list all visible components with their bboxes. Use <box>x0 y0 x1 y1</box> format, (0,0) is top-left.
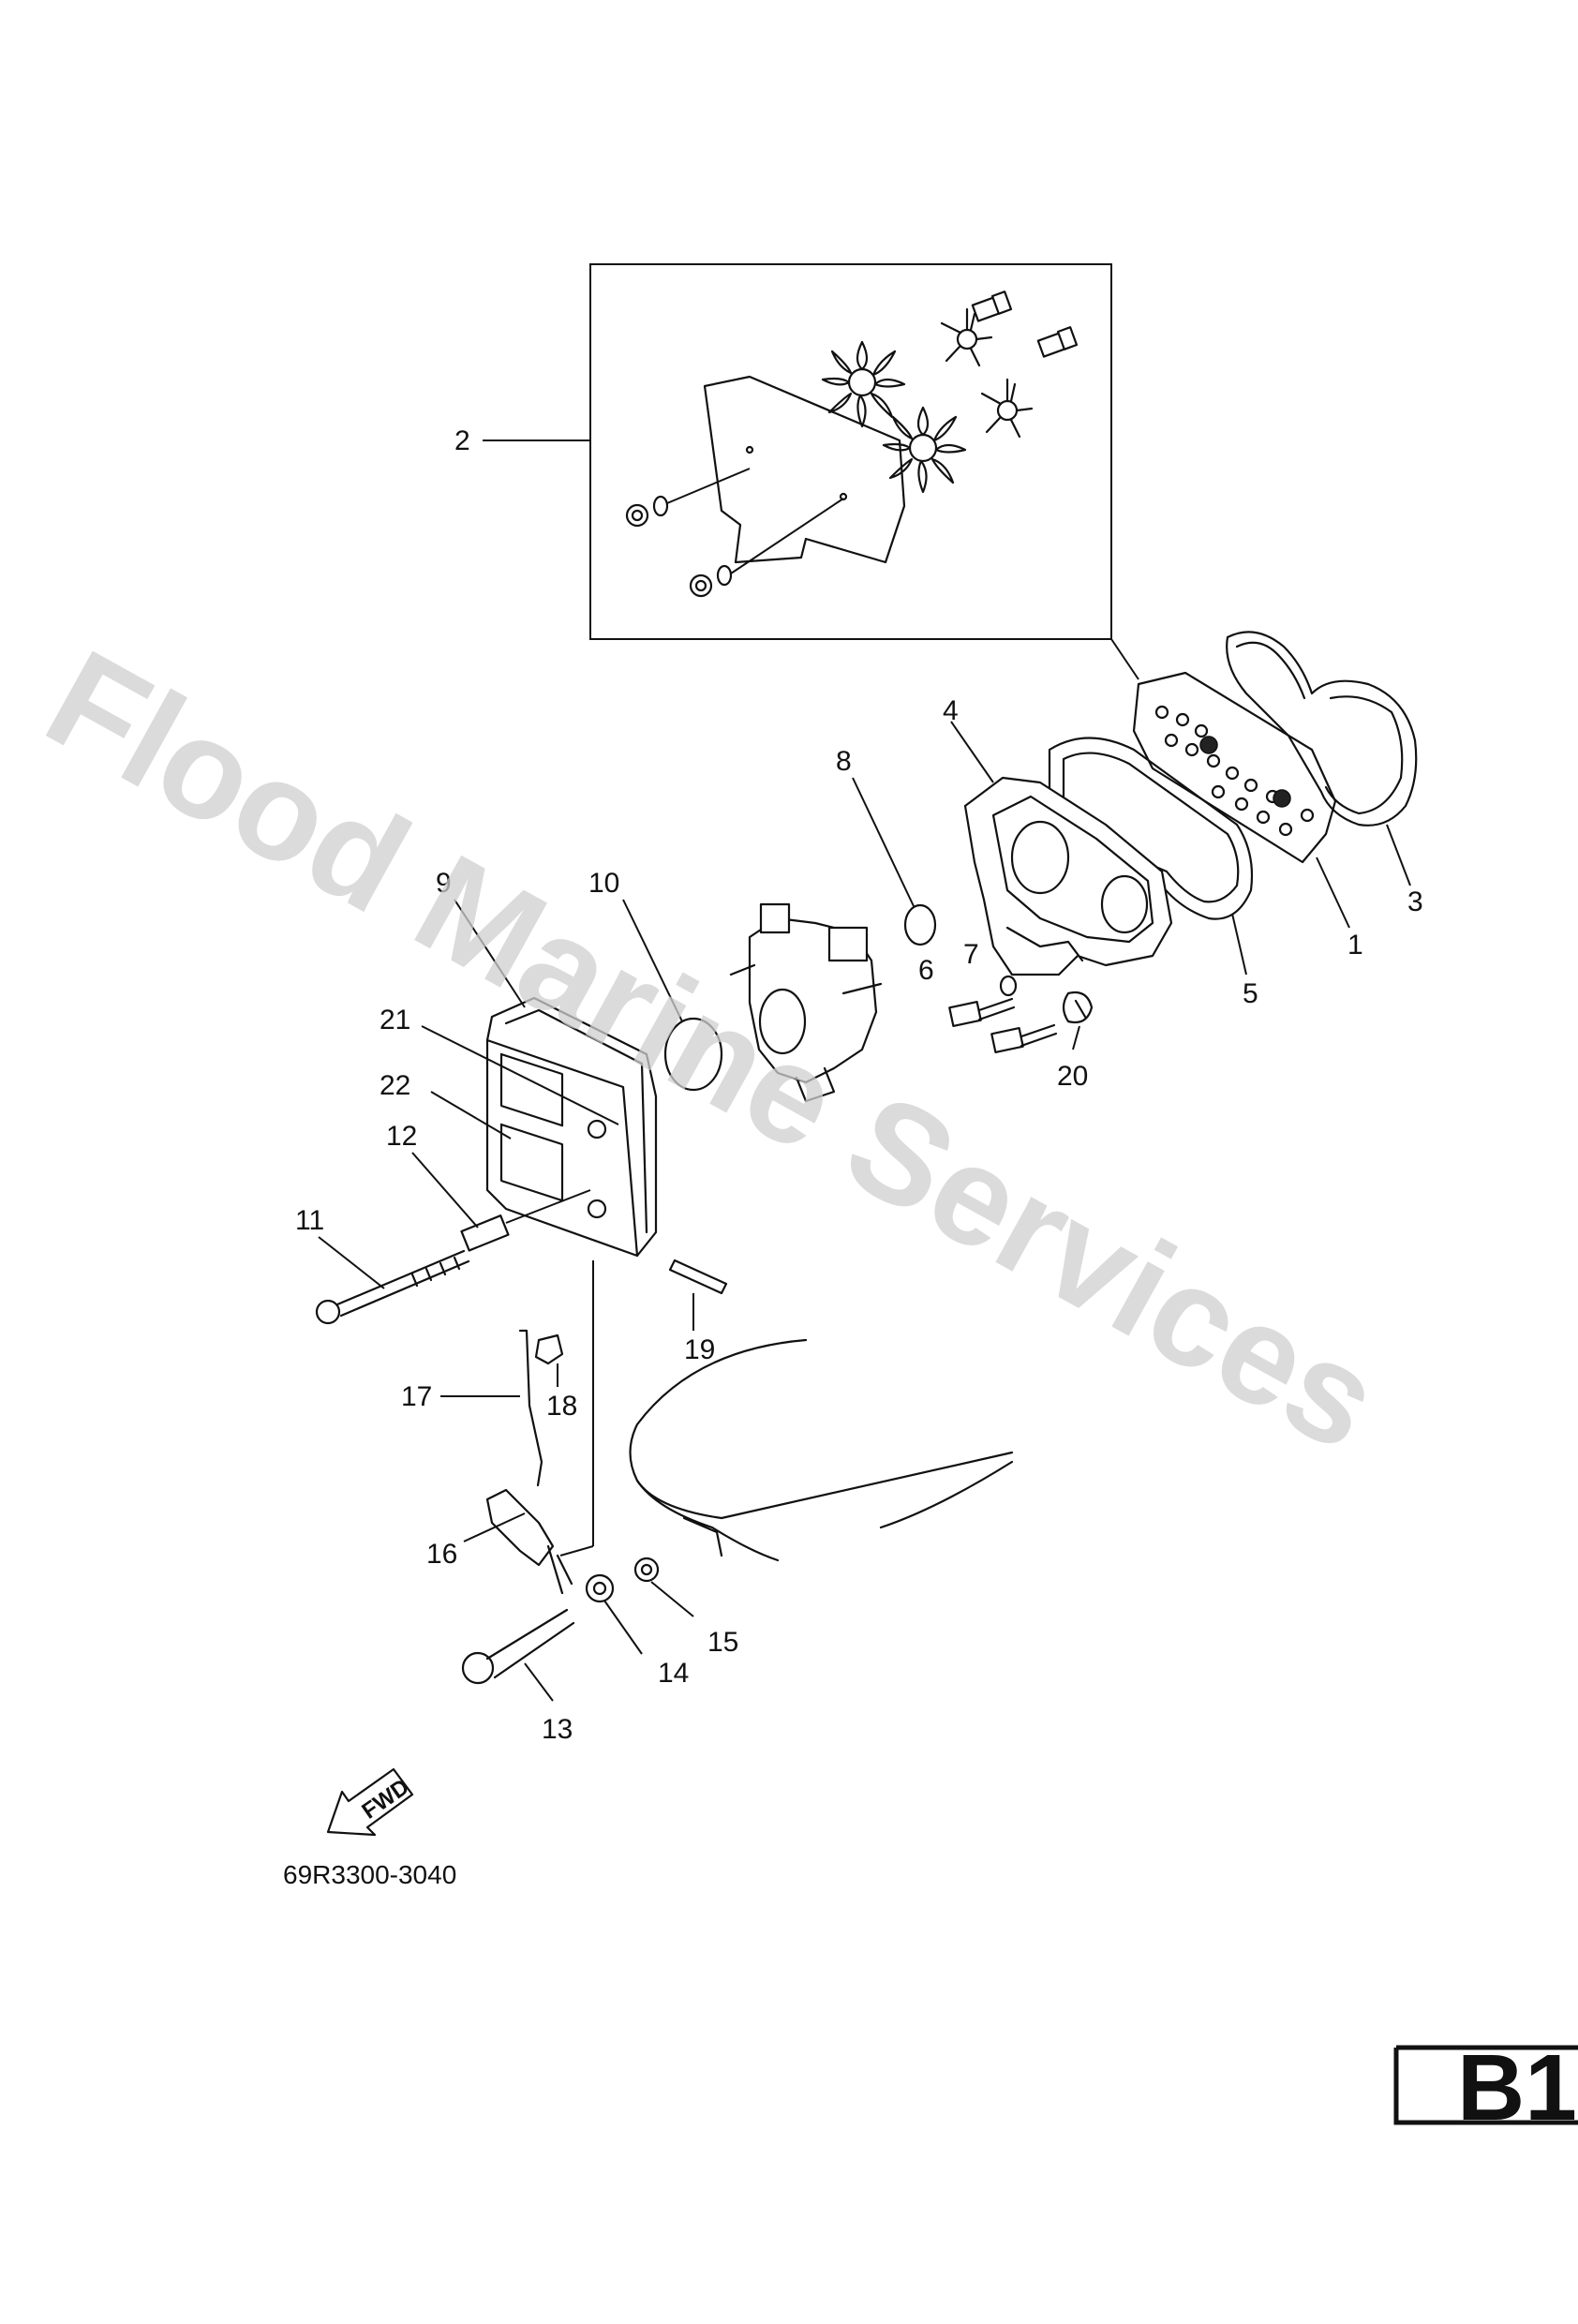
callout-7: 7 <box>963 939 979 970</box>
inset-flower-valve-1 <box>821 340 906 428</box>
grommet-14 <box>585 1573 615 1603</box>
callout-3: 3 <box>1407 886 1423 917</box>
lever-16 <box>485 1488 573 1595</box>
callout-18: 18 <box>546 1391 577 1422</box>
callout-labels: 1 2 3 4 5 6 7 8 9 10 11 12 13 14 15 16 1… <box>295 425 1423 1745</box>
inset-stopper-2 <box>980 378 1034 439</box>
callout-19: 19 <box>684 1334 715 1365</box>
bolt-11 <box>315 1249 470 1325</box>
o-ring-small <box>903 903 937 946</box>
callout-17: 17 <box>401 1381 432 1412</box>
inset-flower-valve-2 <box>882 406 967 494</box>
choke-knob-13 <box>461 1608 575 1685</box>
callout-13: 13 <box>542 1714 573 1745</box>
callout-14: 14 <box>658 1658 689 1689</box>
callout-4: 4 <box>943 695 959 726</box>
diagram-code: 69R3300-3040 <box>283 1860 456 1889</box>
callout-1: 1 <box>1347 930 1363 961</box>
callout-20: 20 <box>1057 1061 1088 1092</box>
silencer-cover <box>485 996 658 1258</box>
intake-manifold <box>963 776 1173 976</box>
callout-16: 16 <box>426 1539 457 1570</box>
inset-box <box>589 263 1112 640</box>
collar-12 <box>460 1189 591 1252</box>
carburetor <box>729 902 883 1103</box>
callout-22: 22 <box>380 1070 410 1101</box>
callout-21: 21 <box>380 1005 410 1035</box>
bottom-cowling <box>629 1338 1014 1562</box>
leader-lines <box>318 439 1411 1702</box>
bolt-7 <box>990 975 1058 1054</box>
callout-2: 2 <box>454 425 470 456</box>
inset-nuts-washers <box>625 468 844 598</box>
clip-20 <box>1062 991 1094 1024</box>
o-ring-large <box>663 1017 723 1092</box>
callout-12: 12 <box>386 1121 417 1152</box>
callout-8: 8 <box>836 746 852 777</box>
outer-gasket <box>1226 631 1418 827</box>
inset-screw-2 <box>1036 326 1079 358</box>
callout-11: 11 <box>295 1205 324 1236</box>
forward-arrow-icon: FWD <box>326 1767 414 1837</box>
bolt-6 <box>948 997 1016 1028</box>
clip-18 <box>534 1333 564 1365</box>
inset-reed-plate <box>703 375 906 564</box>
reed-valve-plate <box>1132 671 1337 864</box>
callout-9: 9 <box>436 868 452 899</box>
callout-6: 6 <box>918 955 934 986</box>
dowel-pin-19 <box>668 1259 728 1295</box>
inset-screw-1 <box>971 290 1013 322</box>
callout-15: 15 <box>707 1627 738 1658</box>
link-rod-17 <box>518 1329 543 1487</box>
page-tab: B1 <box>1393 2035 1578 2140</box>
callout-5: 5 <box>1243 978 1258 1009</box>
washer-15 <box>633 1557 660 1583</box>
inset-stopper-1 <box>940 307 993 367</box>
page-tab-label: B1 <box>1457 2035 1577 2140</box>
callout-10: 10 <box>588 868 619 899</box>
